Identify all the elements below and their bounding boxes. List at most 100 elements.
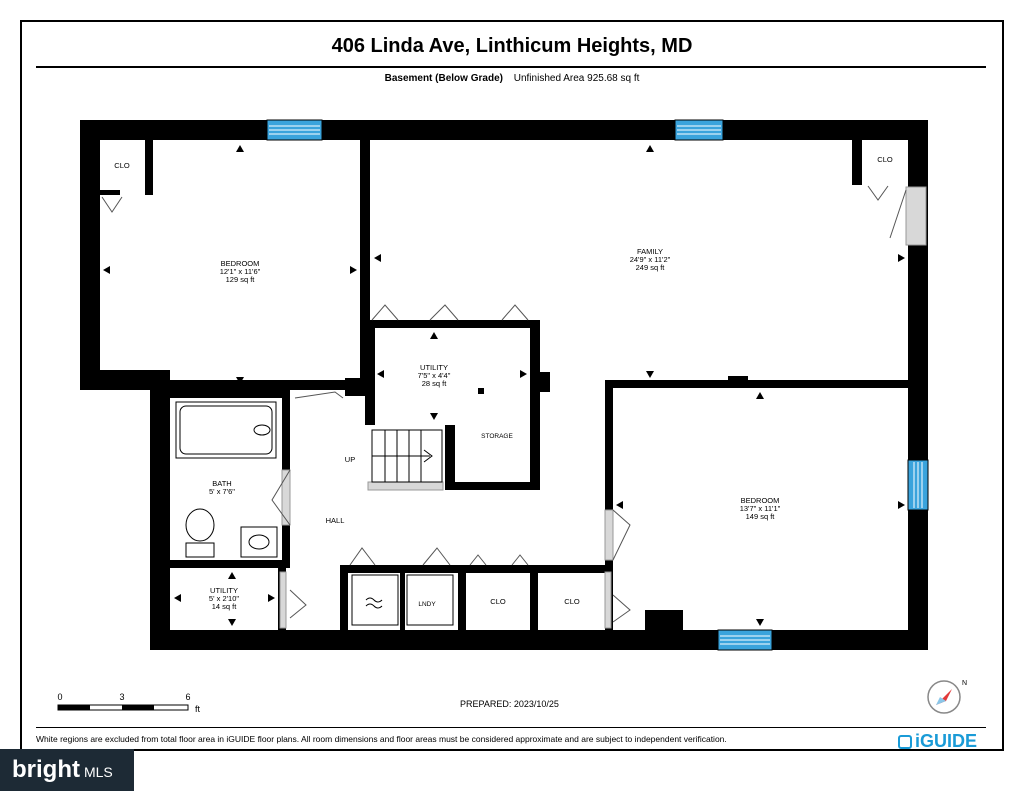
utility1-name: UTILITY [420,363,448,372]
wall-bedroom1-right [360,140,370,380]
door-jambs [279,186,927,629]
level-info: Basement (Below Grade) Unfinished Area 9… [0,73,1024,84]
wall-bath-top [170,390,290,398]
wall-bedroom2-left [605,380,613,510]
utility1-area: 28 sq ft [422,379,448,388]
level-name: Basement (Below Grade) [384,73,503,84]
wall-lndy-mid [400,573,405,630]
wall-clo3-left [458,565,466,630]
wall-top [80,120,928,140]
washer [351,574,399,626]
wall-util1-left [365,320,375,425]
floor-drain [478,388,484,394]
tub-drain [253,424,271,436]
clo4-label: CLO [564,597,580,606]
wall-closets-top [340,565,610,573]
stairs [371,429,443,483]
door-swing-bath [271,469,291,526]
wall-lndy-left [340,565,348,630]
lndy-label: LNDY [418,601,436,608]
door-swing-util1-b [429,304,459,321]
bedroom2-dims: 13'7" x 11'1" [740,504,781,513]
wall-util1-top [370,320,540,328]
room-labels: BEDROOM 12'1" x 11'6" 129 sq ft FAMILY 2… [114,155,893,611]
level-area: Unfinished Area 925.68 sq ft [513,73,640,84]
door-bedroom2 [604,509,614,561]
utility2-dims: 5' x 2'10" [209,594,239,603]
door-swing-clo3-b [511,554,529,566]
clo2-label: CLO [877,155,893,164]
toilet-bowl [185,508,215,542]
door-family-exterior [905,186,927,246]
door-swing-clo4 [612,594,631,623]
page-frame [20,20,1004,751]
scale-tick-3: 3 [119,692,124,702]
footer-divider [36,727,986,728]
wall-bath-right2 [282,525,290,565]
wall-clo2 [852,140,862,185]
up-label: UP [345,455,355,464]
family-area: 249 sq ft [636,263,666,272]
door-swing-utility2 [289,589,307,619]
wall-left-upper [80,120,100,390]
door-swing-bedroom2 [612,509,631,561]
wall-post3 [728,376,748,384]
title-divider [36,66,986,68]
wall-bottom [150,630,928,650]
utility2-area: 14 sq ft [212,602,238,611]
door-utility2 [279,571,287,629]
scale-unit: ft [195,704,201,714]
door-swing-lndy-a [349,547,376,566]
door-clo4 [604,571,612,629]
wall-right [908,120,928,650]
wall-bedroom1-bottom [150,380,360,390]
sink-basin [248,534,270,550]
scale-bar: 0 3 6 ft [57,692,200,714]
scale-tick-0: 0 [57,692,62,702]
wall-storage-bottom [445,482,540,490]
compass-north: N [962,680,967,687]
dimension-arrows [103,145,905,626]
clo3-label: CLO [490,597,506,606]
wall-bath-right [282,390,290,470]
wall-bath-bottom [170,560,290,568]
wall-left-lower [150,370,170,650]
door-swing-clo1 [101,196,123,213]
utility1-dims: 7'5" x 4'4" [418,371,451,380]
walls [80,120,928,650]
disclaimer-text: White regions are excluded from total fl… [36,734,727,744]
compass-icon: N [927,680,967,714]
wall-bedroom2-top [605,380,910,388]
utility2-name: UTILITY [210,586,238,595]
dryer [406,574,454,626]
door-swings [101,185,907,623]
stairs-landing [367,481,444,491]
door-swing-clo3-a [469,554,487,566]
wall-clo1 [145,140,153,195]
bedroom1-dims: 12'1" x 11'6" [220,267,261,276]
watermark-text: bright [12,756,80,783]
toilet-tank [185,542,215,558]
family-dims: 24'9" x 11'2" [630,255,671,264]
tub-inner [179,405,273,455]
wall-step [80,370,170,390]
bath-name: BATH [212,479,231,488]
clo1-label: CLO [114,161,130,170]
bath-dims: 5' x 7'6" [209,487,235,496]
bedroom2-name: BEDROOM [741,496,780,505]
water-wave-icon [365,597,383,609]
iguide-logo-icon [898,735,912,749]
storage-name: STORAGE [481,433,513,440]
wall-storage-left [445,425,455,490]
door-swing-family [889,189,907,239]
wall-post [345,378,365,396]
wall-block [460,320,485,328]
hall-name: HALL [326,516,345,525]
bedroom1-area: 129 sq ft [226,275,256,284]
fixtures [175,401,454,626]
door-swing-lndy-b [422,547,451,566]
door-swing-clo2 [867,185,889,201]
door-swing-hall [294,391,344,399]
family-name: FAMILY [637,247,663,256]
